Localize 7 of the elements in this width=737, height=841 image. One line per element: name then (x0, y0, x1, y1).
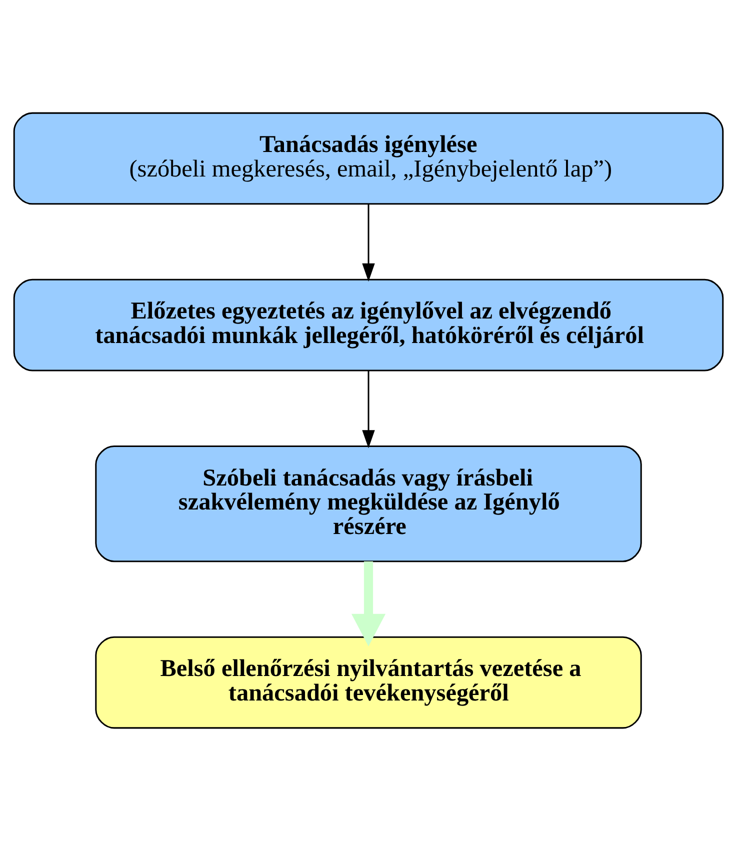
node-box: Szóbeli tanácsadás vagy írásbeli szakvélemény megküldése az Igénylő részére (95, 445, 642, 562)
arrow (362, 370, 375, 448)
arrow (362, 204, 375, 282)
arrow (351, 561, 386, 646)
node-box: Előzetes egyeztetés az igénylővel az elvégzendő tanácsadói munkák jellegéről, hatóköréről és céljáról (13, 278, 724, 372)
node-box: Belső ellenőrzési nyilvántartás vezetése a tanácsadói tevékenységéről (95, 636, 642, 729)
node-box: Tanácsadás igénylése (szóbeli megkeresés, email, „Igénybejelentő lap”) (13, 112, 724, 205)
